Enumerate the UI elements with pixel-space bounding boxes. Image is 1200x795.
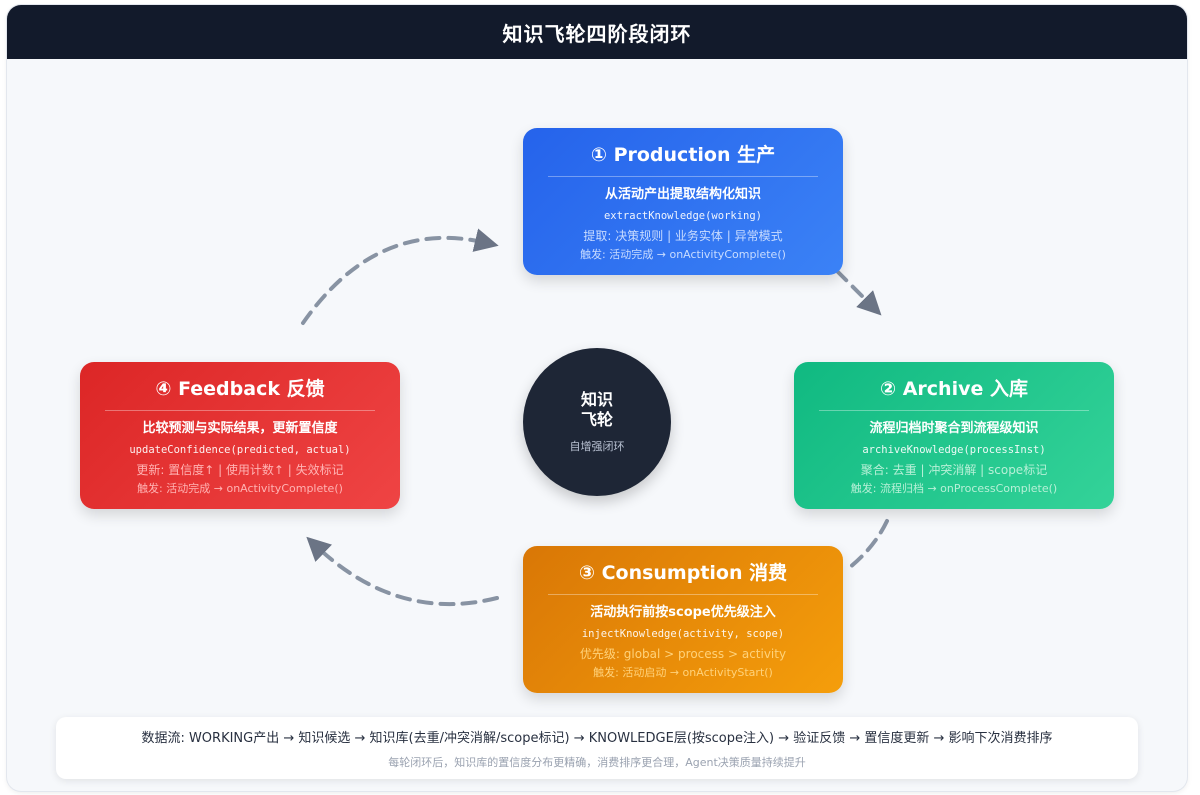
stage-title: ③ Consumption 消费 bbox=[578, 562, 788, 584]
page-title: 知识飞轮四阶段闭环 bbox=[7, 5, 1187, 59]
stage-trigger: 触发: 活动完成 → onActivityComplete() bbox=[580, 248, 786, 261]
stage-card-consumption: ③ Consumption 消费 活动执行前按scope优先级注入 inject… bbox=[523, 546, 843, 693]
divider bbox=[105, 410, 375, 411]
divider bbox=[548, 176, 818, 177]
stage-detail: 更新: 置信度↑ | 使用计数↑ | 失效标记 bbox=[136, 463, 344, 477]
stage-detail: 优先级: global > process > activity bbox=[579, 647, 787, 661]
stage-description: 比较预测与实际结果，更新置信度 bbox=[142, 421, 338, 436]
stage-title: ④ Feedback 反馈 bbox=[155, 378, 325, 400]
stage-trigger: 触发: 活动完成 → onActivityComplete() bbox=[137, 482, 343, 495]
stage-detail: 提取: 决策规则 | 业务实体 | 异常模式 bbox=[583, 229, 783, 243]
diagram-frame: 知识飞轮四阶段闭环 ① Production 生产 从活动产出提取结构化知识 e… bbox=[7, 5, 1187, 791]
arrow-feedback-to-production bbox=[301, 228, 499, 325]
stage-trigger: 触发: 活动启动 → onActivityStart() bbox=[593, 666, 773, 679]
stage-card-archive: ② Archive 入库 流程归档时聚合到流程级知识 archiveKnowle… bbox=[794, 362, 1114, 509]
stage-detail: 聚合: 去重 | 冲突消解 | scope标记 bbox=[860, 463, 1048, 477]
divider bbox=[548, 594, 818, 595]
data-flow-note: 每轮闭环后，知识库的置信度分布更精确，消费排序更合理，Agent决策质量持续提升 bbox=[388, 756, 806, 769]
hub-subtitle: 自增强闭环 bbox=[569, 440, 625, 453]
hub-title: 知识飞轮 bbox=[580, 390, 613, 429]
data-flow-panel: 数据流: WORKING产出 → 知识候选 → 知识库(去重/冲突消解/scop… bbox=[56, 717, 1138, 779]
stage-description: 活动执行前按scope优先级注入 bbox=[590, 605, 776, 620]
stage-card-production: ① Production 生产 从活动产出提取结构化知识 extractKnow… bbox=[523, 128, 843, 275]
cycle-arrows bbox=[301, 228, 889, 607]
stage-code: injectKnowledge(activity, scope) bbox=[581, 628, 785, 640]
arrow-archive-to-consumption bbox=[843, 519, 889, 573]
arrow-consumption-to-feedback bbox=[306, 536, 499, 607]
divider bbox=[819, 410, 1089, 411]
stage-description: 从活动产出提取结构化知识 bbox=[604, 187, 761, 202]
stage-code: extractKnowledge(working) bbox=[603, 210, 763, 222]
flywheel-hub: 知识飞轮 自增强闭环 bbox=[523, 348, 671, 496]
stage-trigger: 触发: 流程归档 → onProcessComplete() bbox=[850, 482, 1058, 495]
stage-code: updateConfidence(predicted, actual) bbox=[129, 444, 351, 456]
stage-description: 流程归档时聚合到流程级知识 bbox=[869, 421, 1039, 436]
arrow-production-to-archive bbox=[835, 269, 882, 316]
stage-code: archiveKnowledge(processInst) bbox=[862, 444, 1046, 456]
stage-title: ② Archive 入库 bbox=[880, 378, 1028, 400]
stage-card-feedback: ④ Feedback 反馈 比较预测与实际结果，更新置信度 updateConf… bbox=[80, 362, 400, 509]
stage-title: ① Production 生产 bbox=[590, 144, 776, 166]
data-flow-text: 数据流: WORKING产出 → 知识候选 → 知识库(去重/冲突消解/scop… bbox=[141, 731, 1053, 746]
